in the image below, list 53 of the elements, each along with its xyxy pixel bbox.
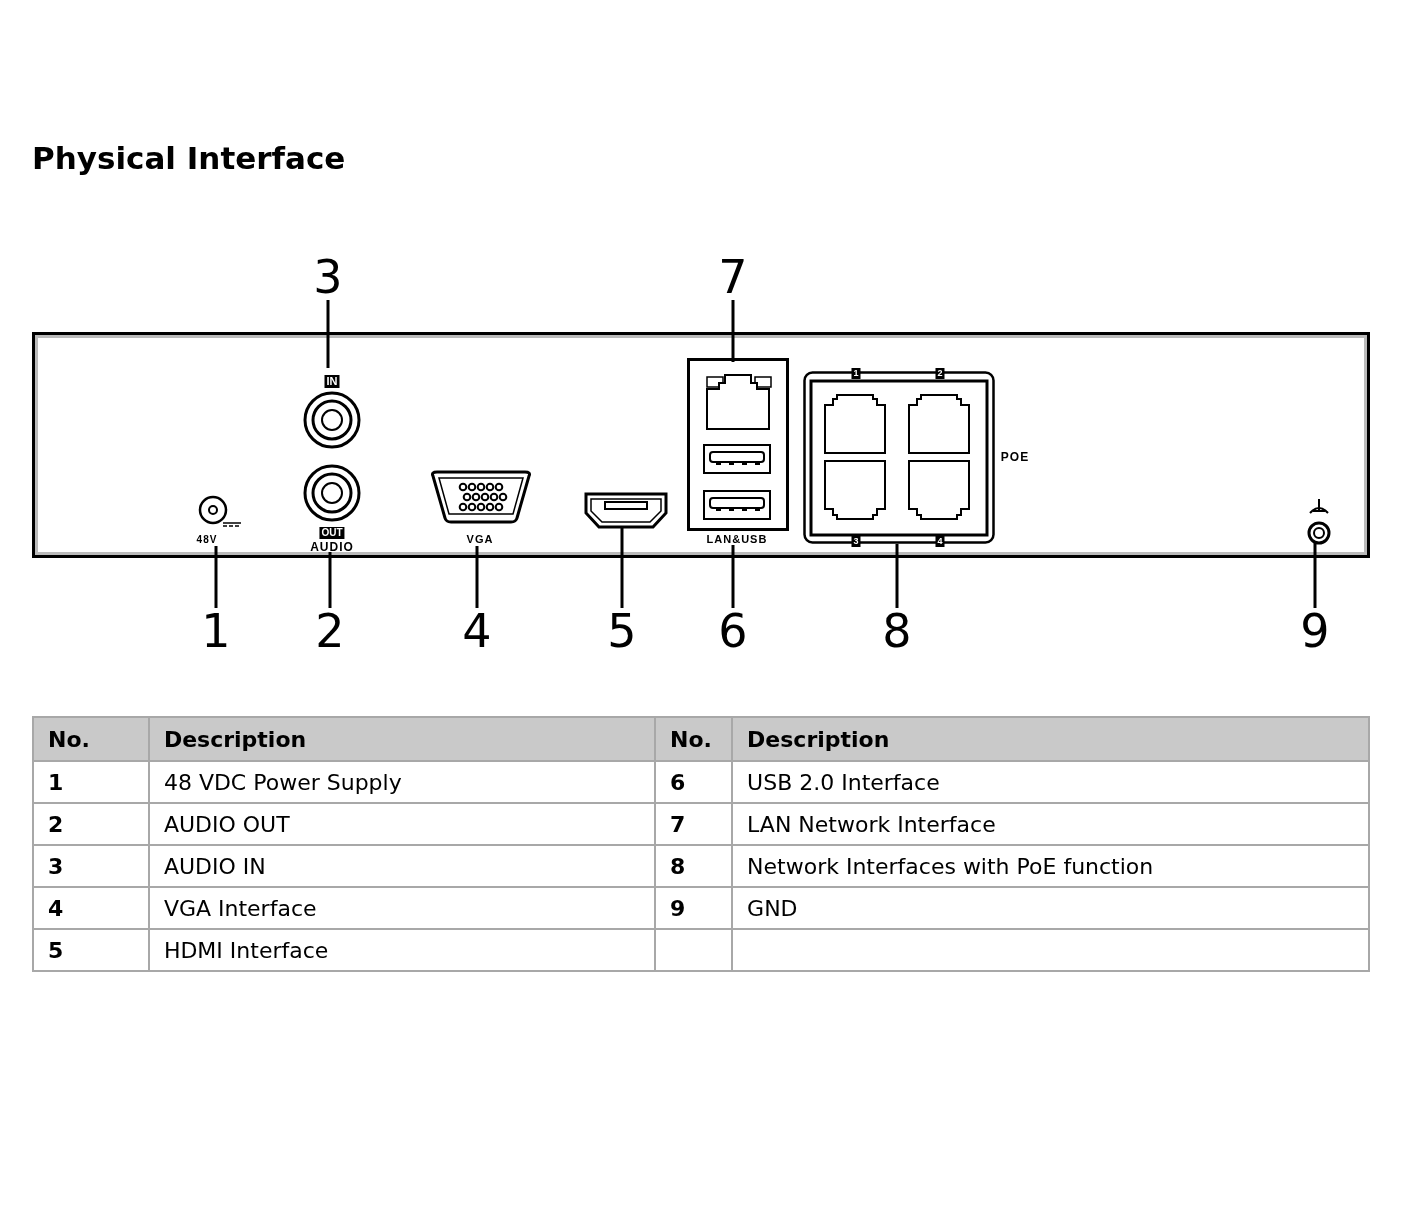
item-description: HDMI Interface — [148, 929, 656, 971]
item-description: USB 2.0 Interface — [732, 761, 1369, 803]
callout-number: 3 — [313, 254, 343, 300]
item-description: 48 VDC Power Supply — [148, 761, 656, 803]
leader-line — [731, 300, 735, 362]
leader-line — [895, 544, 899, 608]
leader-line — [475, 546, 479, 608]
item-number: 9 — [655, 887, 733, 929]
item-number: 4 — [33, 887, 149, 929]
item-number: 3 — [33, 845, 149, 887]
leader-line — [1313, 542, 1317, 608]
port-label: 3 — [851, 536, 861, 547]
item-description: AUDIO OUT — [148, 803, 656, 845]
callout-number: 4 — [462, 608, 492, 654]
callout-number: 2 — [315, 608, 345, 654]
port-label: 1 — [851, 368, 861, 379]
item-number: 8 — [655, 845, 733, 887]
item-number: 2 — [33, 803, 149, 845]
callout-number: 8 — [882, 608, 912, 654]
column-header: No. — [655, 717, 733, 761]
item-description: AUDIO IN — [148, 845, 656, 887]
item-description: LAN Network Interface — [732, 803, 1369, 845]
column-header: Description — [732, 717, 1369, 761]
page-title: Physical Interface — [32, 140, 346, 176]
leader-line — [328, 552, 332, 608]
port-label: VGA — [466, 534, 494, 545]
column-header: Description — [148, 717, 656, 761]
port-label: IN — [324, 375, 340, 388]
callout-number: 9 — [1300, 608, 1330, 654]
leader-line — [620, 528, 624, 608]
item-number: 5 — [33, 929, 149, 971]
leader-line — [326, 300, 330, 368]
port-label: 48V — [196, 535, 218, 545]
item-number: 6 — [655, 761, 733, 803]
port-label: POE — [1000, 451, 1030, 463]
port-label: OUT — [319, 527, 345, 539]
port-label: 2 — [935, 368, 945, 379]
callout-number: 6 — [718, 608, 748, 654]
item-description: GND — [732, 887, 1369, 929]
callout-number: 5 — [607, 608, 637, 654]
callout-number: 1 — [201, 608, 231, 654]
item-description: VGA Interface — [148, 887, 656, 929]
column-header: No. — [33, 717, 149, 761]
item-number: 7 — [655, 803, 733, 845]
port-label: 4 — [935, 536, 945, 547]
device-rear-panel — [32, 332, 1370, 558]
leader-line — [214, 546, 218, 608]
item-number: 1 — [33, 761, 149, 803]
callout-number: 7 — [718, 254, 748, 300]
item-description: Network Interfaces with PoE function — [732, 845, 1369, 887]
port-label: AUDIO — [310, 541, 354, 553]
leader-line — [731, 545, 735, 608]
port-label: LAN&USB — [706, 534, 768, 545]
